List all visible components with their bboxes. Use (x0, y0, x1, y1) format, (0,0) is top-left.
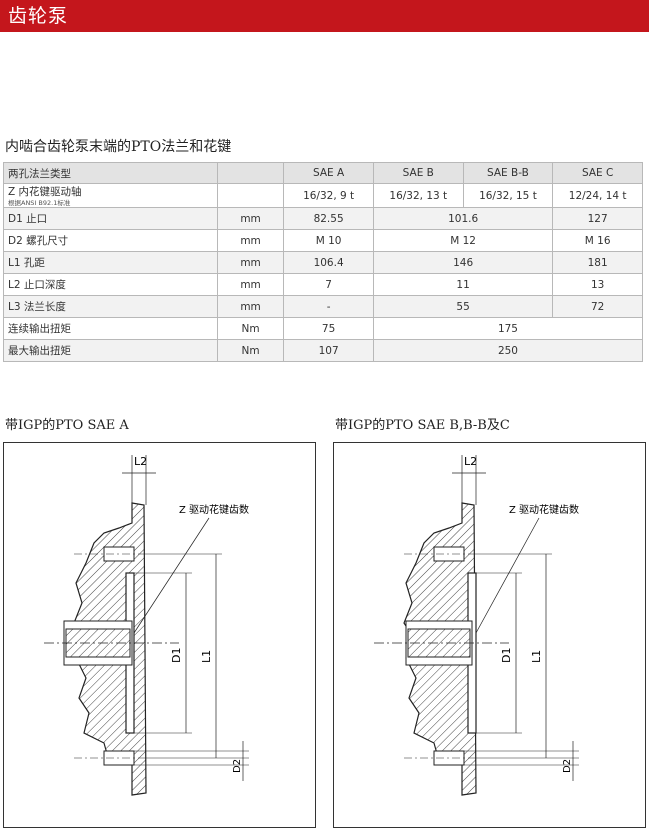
row-label: D2 螺孔尺寸 (3, 229, 218, 252)
d2-label: D2 (232, 759, 243, 773)
table-row: L2 止口深度 mm 7 11 13 (3, 273, 643, 296)
unit-cell: mm (216, 251, 285, 274)
l2-label: L2 (464, 455, 477, 468)
unit-cell: mm (216, 295, 285, 318)
table-row: L3 法兰长度 mm - 55 72 (3, 295, 643, 318)
value-cell: 101.6 (372, 207, 554, 230)
value-cell: M 10 (283, 229, 374, 252)
value-cell: 146 (372, 251, 554, 274)
drawing-sae-bc: L2 Z 驱动花键齿数 D1 L1 D2 (333, 442, 646, 828)
table-row: D2 螺孔尺寸 mm M 10 M 12 M 16 (3, 229, 643, 252)
value-cell: 181 (552, 251, 643, 274)
d1-label: D1 (170, 648, 183, 663)
row-label-text: Z 内花键驱动轴 (8, 186, 82, 198)
drawing-sae-a: L2 Z 驱动花键齿数 D1 L1 D2 (3, 442, 316, 828)
table-row: Z 内花键驱动轴 根据ANSI B92.1标准 16/32, 9 t 16/32… (3, 183, 643, 208)
value-cell: 175 (372, 317, 644, 340)
row-label: Z 内花键驱动轴 根据ANSI B92.1标准 (3, 183, 218, 208)
value-cell: 12/24, 14 t (552, 183, 643, 208)
header-cell: SAE A (283, 162, 374, 184)
table-row: L1 孔距 mm 106.4 146 181 (3, 251, 643, 274)
unit-cell: mm (216, 229, 285, 252)
header-cell: 两孔法兰类型 (3, 162, 218, 184)
header-cell (216, 162, 285, 184)
flange-drawing: L2 Z 驱动花键齿数 D1 L1 D2 (374, 455, 579, 796)
spec-table: 两孔法兰类型 SAE A SAE B SAE B-B SAE C Z 内花键驱动… (3, 162, 644, 362)
value-cell: 75 (283, 317, 374, 340)
page-header: 齿轮泵 (0, 0, 649, 32)
value-cell: 13 (552, 273, 643, 296)
table-header-row: 两孔法兰类型 SAE A SAE B SAE B-B SAE C (3, 162, 643, 184)
value-cell: 11 (372, 273, 554, 296)
value-cell: 55 (372, 295, 554, 318)
spline-label: Z 驱动花键齿数 (179, 503, 249, 516)
value-cell: 16/32, 15 t (462, 183, 554, 208)
spline-leader (133, 517, 210, 634)
l1-label: L1 (200, 650, 213, 663)
header-cell: SAE B-B (462, 162, 554, 184)
table-row: 最大输出扭矩 Nm 107 250 (3, 339, 644, 362)
unit-cell: Nm (216, 339, 285, 362)
row-label: L2 止口深度 (3, 273, 218, 296)
d1-label: D1 (500, 648, 513, 663)
row-label: D1 止口 (3, 207, 218, 230)
l2-label: L2 (134, 455, 147, 468)
flange-drawing: L2 Z 驱动花键齿数 D1 L1 D2 (44, 455, 249, 796)
value-cell: 72 (552, 295, 643, 318)
row-label-sub: 根据ANSI B92.1标准 (8, 199, 71, 207)
value-cell: 7 (283, 273, 374, 296)
figure-title-bc: 带IGP的PTO SAE B,B-B及C (335, 418, 510, 433)
unit-cell: mm (216, 207, 285, 230)
value-cell: 106.4 (283, 251, 374, 274)
spline-label: Z 驱动花键齿数 (509, 503, 579, 516)
unit-cell (216, 183, 285, 208)
value-cell: - (283, 295, 374, 318)
value-cell: 16/32, 9 t (283, 183, 374, 208)
table-row: 连续输出扭矩 Nm 75 175 (3, 317, 644, 340)
header-cell: SAE B (372, 162, 464, 184)
value-cell: 107 (283, 339, 374, 362)
table-row: D1 止口 mm 82.55 101.6 127 (3, 207, 643, 230)
l1-label: L1 (530, 650, 543, 663)
value-cell: 250 (372, 339, 644, 362)
row-label: L1 孔距 (3, 251, 218, 274)
value-cell: 82.55 (283, 207, 374, 230)
unit-cell: mm (216, 273, 285, 296)
value-cell: M 16 (552, 229, 643, 252)
row-label: L3 法兰长度 (3, 295, 218, 318)
row-label: 连续输出扭矩 (3, 317, 218, 340)
section-title: 内啮合齿轮泵末端的PTO法兰和花键 (5, 139, 232, 155)
value-cell: 127 (552, 207, 643, 230)
row-label: 最大输出扭矩 (3, 339, 218, 362)
header-cell: SAE C (552, 162, 643, 184)
d2-label: D2 (562, 759, 573, 773)
spline-leader (475, 517, 540, 634)
value-cell: M 12 (372, 229, 554, 252)
unit-cell: Nm (216, 317, 285, 340)
figure-title-a: 带IGP的PTO SAE A (5, 418, 129, 433)
value-cell: 16/32, 13 t (372, 183, 464, 208)
page-title: 齿轮泵 (8, 5, 69, 27)
